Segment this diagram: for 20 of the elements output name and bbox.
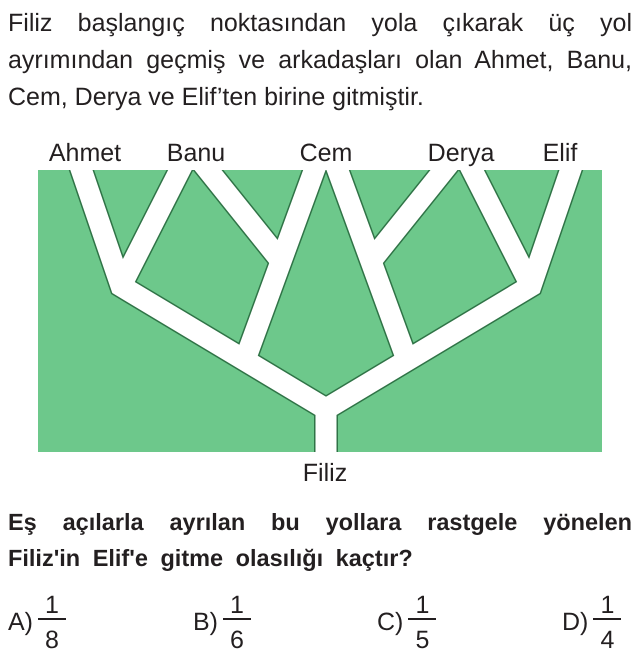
fraction-numerator: 1 [415, 593, 430, 618]
choice-letter: D) [562, 610, 588, 636]
start-point-label: Filiz [302, 461, 348, 486]
fraction-denominator: 5 [415, 628, 430, 652]
friend-name-label: Ahmet [48, 141, 122, 166]
choice-letter: A) [8, 610, 33, 636]
choice-letter: B) [193, 610, 218, 636]
fraction-denominator: 6 [230, 628, 244, 652]
fraction-numerator: 1 [600, 593, 614, 618]
friend-name-label: Cem [300, 141, 352, 166]
fraction-numerator: 1 [230, 593, 244, 618]
friend-name-label: Banu [166, 141, 226, 166]
choice-letter: C) [377, 610, 404, 636]
fraction-denominator: 8 [45, 628, 59, 652]
fraction-denominator: 4 [600, 628, 614, 652]
friend-name-label: Elif [542, 141, 578, 166]
problem-text: Filiz başlangıç noktasından yola çıkarak üç yol ayrımından geçmiş ve arkadaşları olan Ahmet, Banu, Cem, Derya ve Elif’ten birine gitmiştir. [8, 8, 632, 113]
fraction-numerator: 1 [45, 593, 59, 618]
friend-name-label: Derya [428, 141, 494, 166]
question-text: Eş açılarla ayrılan bu yollara rastgele yönelen Filiz'in Elif'e gitme olasılığı kaçtır? [8, 508, 632, 573]
